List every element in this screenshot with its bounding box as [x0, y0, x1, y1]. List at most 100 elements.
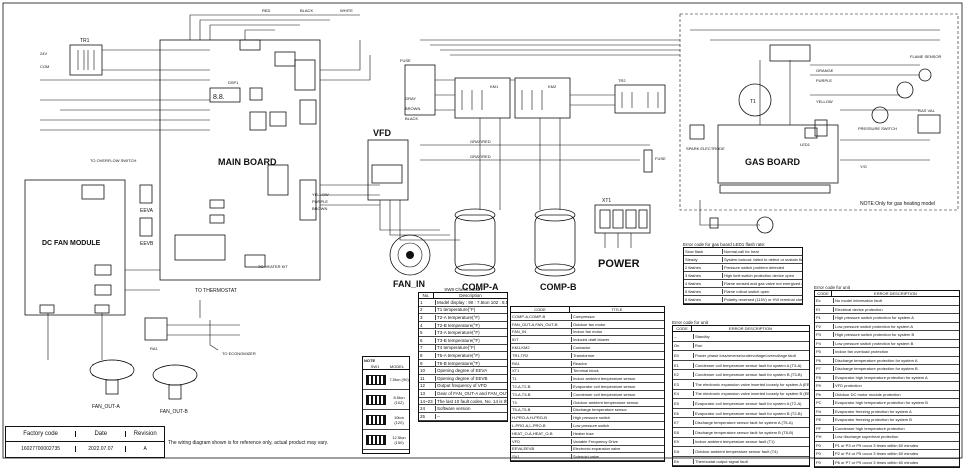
swb-cell: Opening degree of EEVB: [437, 375, 488, 381]
unit-right-cell: Discharge temperature protection for sys…: [835, 366, 918, 372]
unit-right-cell: Evaporator freezing protection for syste…: [835, 417, 912, 423]
gas-led-cell: Polarity reversed (115V) or HVI terminal…: [724, 297, 802, 302]
note-model-header: MODEL: [389, 364, 405, 369]
unit-left-cell: Discharge temperature sensor fault for s…: [695, 420, 793, 426]
code-cell: T2-A,T2-B: [511, 384, 572, 390]
code-cell: Discharge temperature sensor: [573, 407, 627, 413]
unit-right-cell: Evaporator high temperature protection f…: [835, 374, 928, 380]
unit-right-cell: P0: [815, 451, 834, 457]
gas-led-table: Error code for gas board LED1 flash rate…: [683, 242, 803, 305]
svg-text:GRAY: GRAY: [405, 96, 416, 101]
note-box: NOTE SW1 MODEL 7.5ton (90)8.5ton (102)10…: [362, 356, 410, 454]
code-cell: Outdoor fan motor: [573, 321, 606, 327]
unit-left-cell: E9: [673, 439, 694, 445]
unit-right-cell: P2 or P4 or P5 occur 3 times within 60 m…: [835, 451, 919, 457]
code-cell: Low pressure switch: [573, 423, 610, 429]
fuse-2: [643, 149, 653, 173]
unit-right-cell: High pressure switch protection for syst…: [835, 332, 915, 338]
unit-left-cell: Thermostat output signal fault: [695, 458, 748, 464]
unit-left-cell: Run: [695, 343, 703, 349]
gas-led-cell: 6 flashes: [684, 297, 723, 302]
code-cell: RA1: [511, 360, 572, 366]
gas-led-cell: System lockout: failed to detect or sust…: [724, 257, 802, 262]
code-cell: Solenoid valve: [573, 454, 600, 460]
unit-right-cell: Outdoor DC motor module protection: [835, 391, 901, 397]
unit-left-cell: Evaporator coil temperature sensor fault…: [695, 400, 802, 406]
svg-text:BROWN: BROWN: [312, 206, 327, 211]
code-cell: FAN_OUT-A,FAN_OUT-B: [511, 321, 572, 327]
sw1-dip-switch: [249, 111, 267, 131]
swb-cell: 5: [419, 330, 436, 336]
eeva-valve: EEVA: [139, 184, 154, 214]
code-cell: High pressure switch: [573, 415, 611, 421]
code-cell: Variable Frequency Drive: [573, 438, 618, 444]
unit-left-desc-header: ERROR DESCRIPTION: [729, 326, 772, 331]
unit-left-code-header: CODE: [673, 326, 692, 331]
gas-led-cell: 4 flashes: [684, 281, 723, 286]
unit-right-desc-header: ERROR DESCRIPTION: [874, 291, 917, 296]
gas-board-label: GAS BOARD: [745, 157, 801, 167]
ra1-reactor: RA1: [144, 317, 168, 351]
fan-out-a-label: FAN_OUT-A: [92, 404, 120, 410]
gas-led-cell: Normal,call for heat: [724, 249, 759, 254]
led1-label: LED1: [800, 142, 811, 147]
code-cell: IDT: [511, 337, 572, 343]
unit-right-cell: P0: [815, 442, 834, 448]
swb-desc-header: Description: [459, 293, 482, 298]
code-cell: Evaporator coil temperature sensor: [573, 384, 636, 390]
vfd-label: VFD: [373, 128, 392, 138]
code-cell: Electronic expansion valve: [573, 446, 621, 452]
unit-right-cell: Ef: [815, 306, 834, 312]
unit-right-cell: PF: [815, 425, 834, 431]
dc-fan-module-label: DC FAN MODULE: [42, 240, 101, 247]
code-cell: Reactor: [573, 360, 588, 366]
unit-left-cell: EA: [673, 448, 694, 454]
unit-right-cell: VFD protection: [835, 383, 862, 389]
swb-cell: Gear of FAN_OUT-A and FAN_OUT-B: [437, 390, 507, 396]
swb-cell: 10: [419, 368, 436, 374]
code-cell: XT1: [511, 368, 572, 374]
footer-factory-code: 16027700002735: [6, 446, 77, 452]
code-cell: COMP-A,COMP-B: [511, 313, 572, 319]
tr1-transformer: TR1: [69, 38, 103, 76]
unit-left-cell: E5: [673, 400, 694, 406]
comp-a-compressor: COMP-A: [454, 208, 499, 292]
footer-header-factory: Factory code: [6, 431, 77, 437]
fuse-2-label: FUSE: [655, 156, 666, 161]
km2-contactor: KM2: [514, 77, 571, 119]
swb-cell: Model display : 90 : 7.5ton 102 : 8.5ton…: [437, 299, 507, 305]
code-cell: Induced draft blower: [573, 337, 610, 343]
unit-right-cell: PE: [815, 417, 834, 423]
unit-right-cell: P9: [815, 383, 834, 389]
unit-right-code-header: CODE: [815, 291, 832, 296]
unit-right-cell: P7: [815, 366, 834, 372]
title-header: TITLE: [611, 307, 623, 312]
dc-fan-module: DC FAN MODULE: [24, 179, 126, 316]
pressure-switch: PRESSURE SWITCH: [858, 106, 897, 131]
fuse-block: FUSE: [400, 58, 436, 116]
swb-cell: 24: [419, 406, 436, 412]
swb-cell: 25: [419, 413, 436, 419]
unit-right-title: Error code for unit: [814, 285, 851, 290]
eevb-valve: EEVB: [139, 217, 154, 247]
swb-cell: 11: [419, 375, 436, 381]
